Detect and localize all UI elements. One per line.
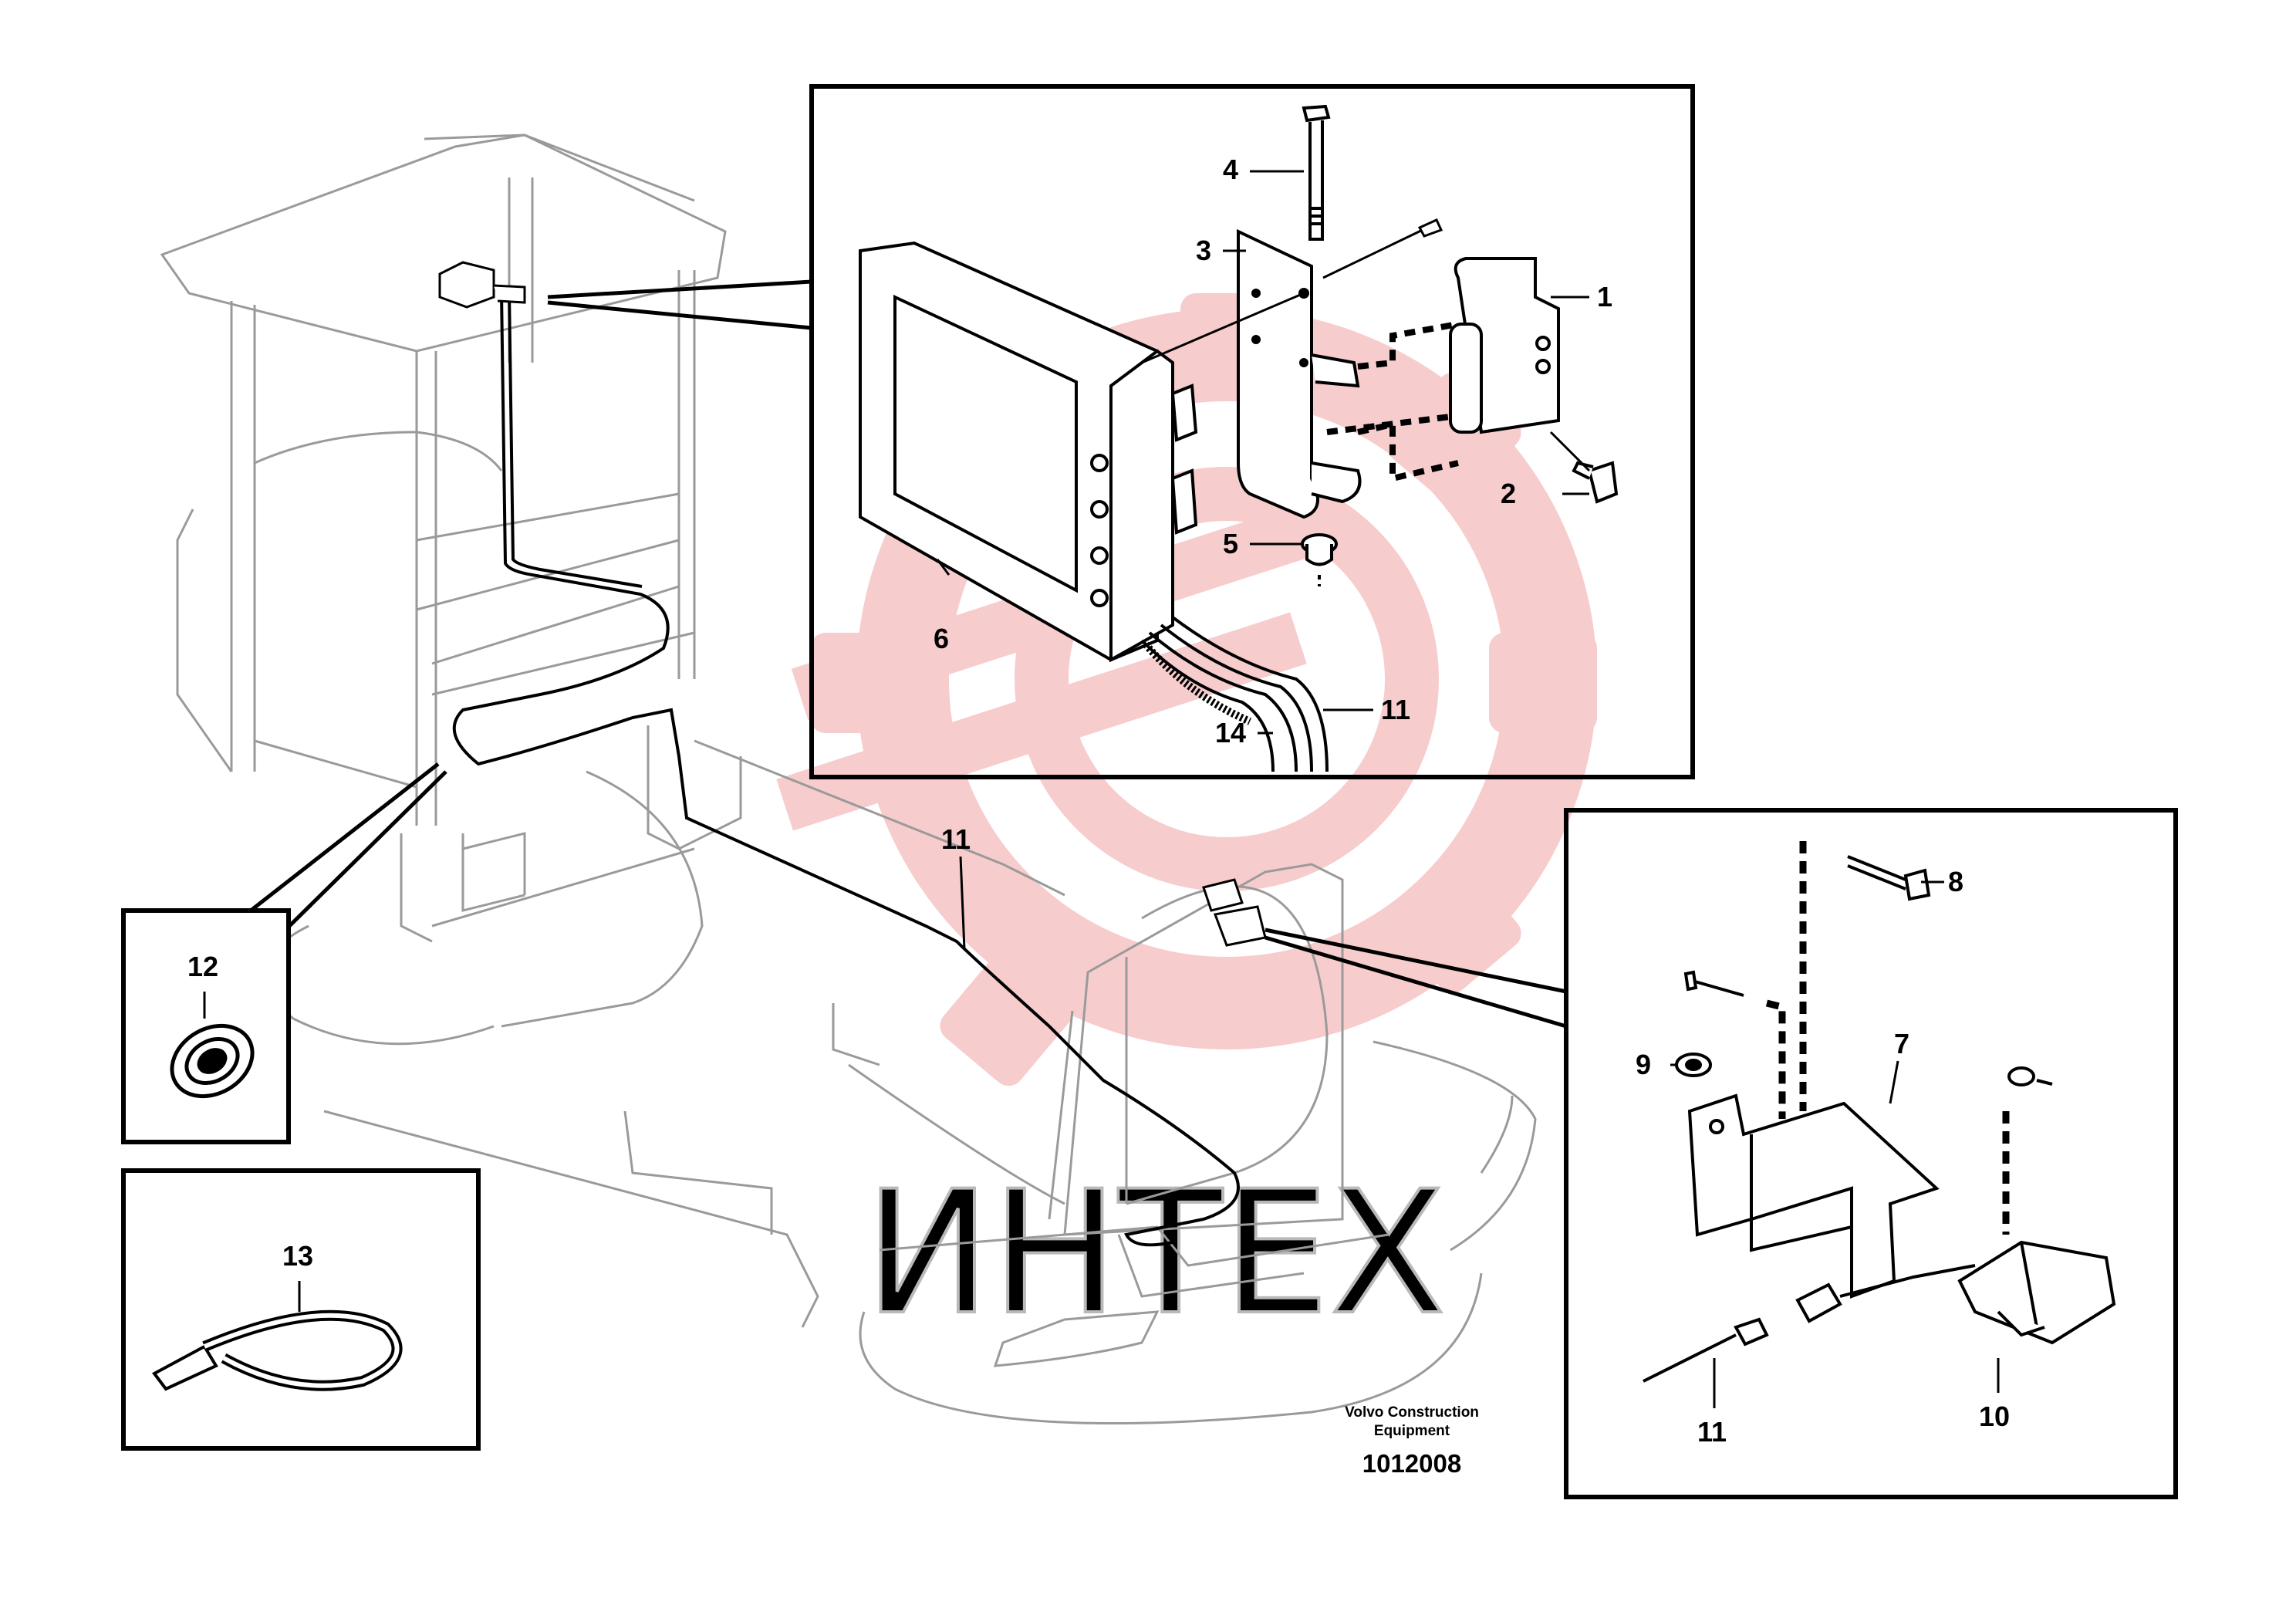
detail-box-cable-tie	[121, 1168, 481, 1451]
footer-drawing-number: 1012008	[1362, 1449, 1461, 1478]
sensor-screw	[1683, 970, 1744, 997]
bolt-short	[1549, 431, 1619, 504]
detail-box-monitor	[809, 84, 1695, 779]
dashed-alignment	[1326, 321, 1459, 483]
sensor-washer	[1675, 1053, 1712, 1077]
callout-leaders	[203, 170, 2000, 1408]
bolt-long	[1302, 104, 1331, 241]
sensor-bolt	[1847, 855, 1931, 901]
callout-5: 5	[1223, 528, 1238, 559]
monitor-unit	[859, 241, 1198, 663]
callout-3: 3	[1196, 235, 1211, 266]
footer-company-line1: Volvo Construction	[1345, 1404, 1479, 1421]
callout-13: 13	[282, 1240, 313, 1272]
callout-9: 9	[1636, 1049, 1651, 1080]
callout-14: 14	[1215, 717, 1246, 748]
shroud-sensor-location	[1202, 878, 1267, 947]
hinge	[1449, 257, 1560, 434]
watermark-text: ИНТЕХ	[864, 1154, 1446, 1352]
callout-7: 7	[1894, 1028, 1909, 1059]
sensor-bracket	[1687, 1093, 1940, 1299]
wire-harness	[452, 292, 1240, 1247]
drawing-footer: Volvo Construction Equipment 1012008	[1345, 1404, 1479, 1478]
cab-monitor-location	[438, 261, 526, 309]
callout-4: 4	[1223, 154, 1238, 185]
machine-outline	[160, 133, 1537, 1425]
callout-2: 2	[1501, 478, 1516, 509]
callout-11-top: 11	[1381, 694, 1410, 725]
callout-11-main: 11	[941, 823, 971, 855]
sensor-dashed-alignment	[1765, 841, 2010, 1235]
sensor-nut	[2007, 1066, 2053, 1086]
detail-box-grommet	[121, 908, 291, 1144]
callout-labels: 1 2 3 4 5 6 7 8 9 10 11 11 11 12 13 14	[187, 154, 2010, 1448]
callout-6: 6	[934, 623, 949, 654]
callout-11-bottom: 11	[1697, 1416, 1727, 1448]
footer-company-line2: Equipment	[1374, 1423, 1450, 1439]
detail-box-sensor	[1564, 808, 2178, 1499]
speed-sensor	[1957, 1240, 2116, 1345]
callout-12: 12	[187, 951, 218, 982]
callout-10: 10	[1979, 1401, 2010, 1432]
screw-long	[1322, 218, 1443, 279]
sensor-connector	[1643, 1264, 1976, 1383]
cable-tie	[152, 1309, 403, 1391]
monitor-cables	[1140, 616, 1329, 772]
callout-8: 8	[1948, 866, 1963, 897]
grommet	[170, 1023, 255, 1099]
callout-1: 1	[1597, 281, 1612, 313]
